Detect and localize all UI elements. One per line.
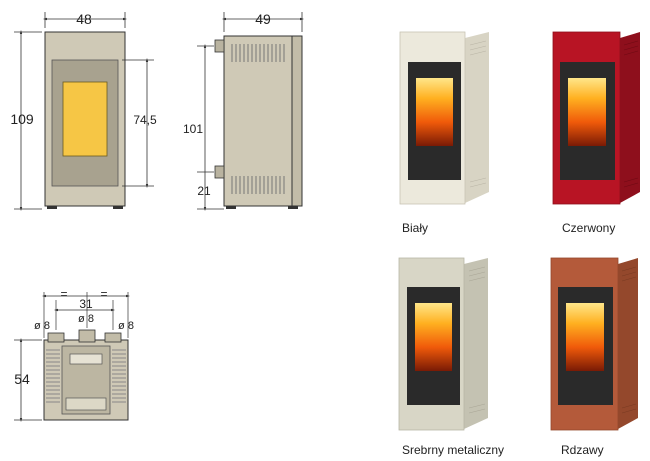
top-spacing-label: 31 [79,297,93,311]
stove-photo-rust [550,257,638,431]
front-fire-window [62,81,108,157]
variant-label-rust: Rdzawy [561,443,604,457]
fire-icon [566,303,604,371]
stove-photo-white [399,31,489,205]
top-depth-label: 54 [14,371,30,387]
side-depth-label: 49 [255,11,271,27]
top-equal-right-label: = [100,287,107,301]
pipe-center-label: ø 8 [78,313,94,325]
front-width-label: 48 [76,11,92,27]
stove-photo-silver [398,257,488,431]
pipe-left-label: ø 8 [34,320,50,332]
variant-label-white: Biały [402,221,429,235]
variant-label-silver: Srebrny metaliczny [402,443,505,457]
glass-height-label: 74,5 [133,113,157,127]
side-view-drawing [197,12,304,211]
side-offset-label: 21 [197,184,211,198]
fire-icon [416,78,453,146]
front-view-drawing [14,12,154,211]
stove-photo-red [552,31,640,205]
variant-label-red: Czerwony [562,221,616,235]
pipe-right-label: ø 8 [118,320,134,332]
fire-icon [415,303,452,371]
top-equal-left-label: = [60,287,67,301]
fire-icon [568,78,606,146]
top-view-drawing [14,292,130,422]
side-height-label: 101 [183,122,203,136]
front-height-label: 109 [10,111,34,127]
